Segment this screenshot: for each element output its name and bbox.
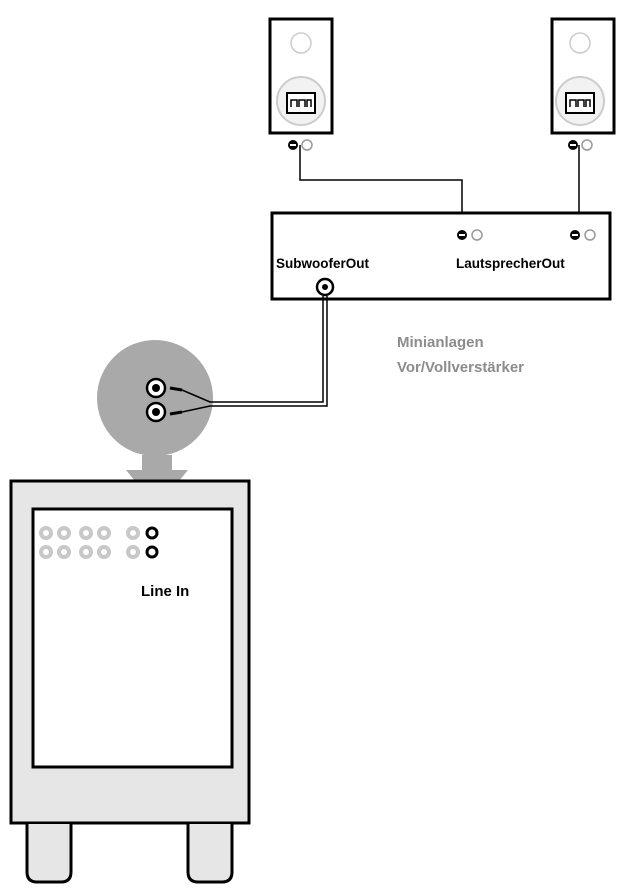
amp-right-plus-terminal	[584, 229, 596, 241]
right-speaker-plus-terminal	[581, 139, 593, 151]
left-speaker-cable	[299, 145, 463, 228]
rca-jacks	[145, 377, 167, 423]
amp-left-plus-terminal	[471, 229, 483, 241]
left-foot	[25, 824, 73, 884]
right-foot	[186, 824, 234, 884]
sub-panel-grey-jacks	[39, 526, 140, 559]
amplifier	[270, 211, 612, 301]
amplifier-label-line1: Minianlagen	[397, 334, 484, 351]
line-in-label: Line In	[141, 583, 189, 600]
left-speaker-plus-terminal	[301, 139, 313, 151]
amplifier-label-line2: Vor/Vollverstärker	[397, 359, 524, 376]
subwoofer-cabinet	[9, 479, 251, 884]
subwoofer-cable	[181, 296, 328, 413]
speaker-out-label: LautsprecherOut	[456, 256, 565, 271]
sub-panel-line-in-jacks	[145, 526, 159, 559]
left-speaker	[268, 17, 334, 151]
subwoofer-out-label: SubwooferOut	[276, 256, 369, 271]
right-speaker	[550, 17, 616, 151]
